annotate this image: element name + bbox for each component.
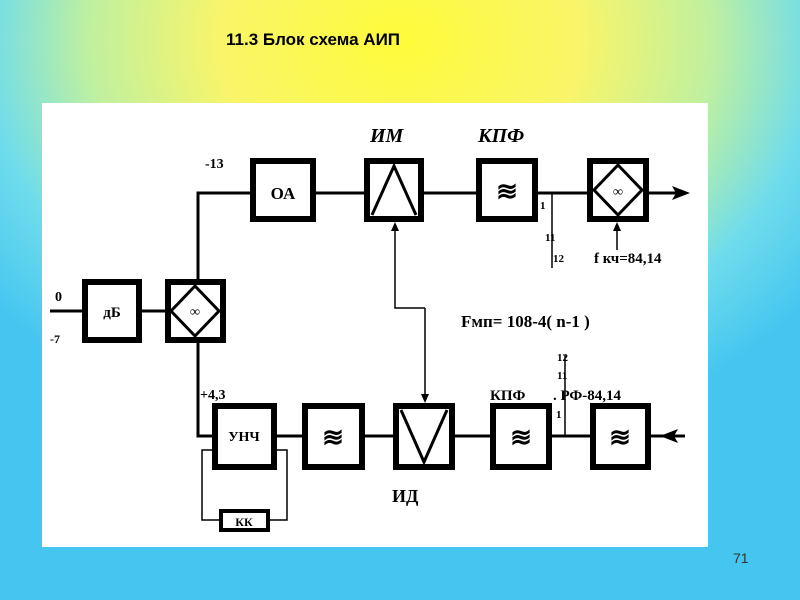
filter-glyph-icon: ≋ (510, 423, 532, 452)
mixer-block-left (165, 279, 226, 343)
db-label: дБ (103, 305, 121, 321)
input-arrow-icon (660, 429, 678, 443)
bandpass-filter-bottom (490, 403, 552, 470)
triangle-down-icon (399, 409, 449, 466)
triangle-up-icon (370, 162, 418, 216)
tap-label: 12 (557, 352, 569, 364)
fkch-label: f кч=84,14 (594, 251, 662, 267)
diamond-icon (591, 162, 645, 218)
level-label: 0 (55, 290, 62, 305)
tap-label: 11 (545, 232, 555, 244)
diamond-icon (168, 283, 222, 339)
filter-glyph-icon: ≋ (609, 423, 631, 452)
kk-label: КК (235, 515, 253, 529)
page-number: 71 (733, 550, 749, 566)
arrow-up-icon (391, 222, 399, 231)
output-arrow-icon (672, 186, 690, 200)
fmp-formula: Fмп= 108-4( n-1 ) (461, 312, 590, 331)
level-label: -13 (205, 157, 224, 172)
rf-label: . РФ-84,14 (553, 388, 622, 404)
im-label: ИМ (369, 125, 405, 147)
arrow-down-icon (421, 394, 429, 403)
filter-glyph-icon: ≋ (322, 423, 344, 452)
mixer-glyph-icon: ∞ (613, 185, 623, 200)
bandpass-filter-top (476, 158, 538, 222)
arrow-up-icon (613, 222, 621, 231)
level-label: +4,3 (200, 388, 225, 403)
mixer-glyph-icon: ∞ (190, 305, 200, 320)
tap-label: 1 (556, 409, 562, 421)
id-label: ИД (392, 486, 419, 506)
rf-filter-block (590, 403, 651, 470)
signal-wires (50, 191, 685, 438)
kpf-bottom-label: КПФ (490, 388, 526, 404)
unch-label: УНЧ (228, 430, 260, 445)
filter-glyph-icon: ≋ (496, 177, 518, 206)
oa-label: ОА (271, 184, 296, 203)
level-label: -7 (50, 332, 60, 346)
control-wires (201, 193, 618, 521)
tap-label: 12 (553, 253, 565, 265)
tap-label: 11 (557, 370, 567, 382)
db-block (82, 279, 142, 343)
oa-block (250, 158, 316, 222)
kpf-top-label: КПФ (477, 125, 524, 147)
mixer-block-top (587, 158, 649, 222)
slide-title: 11.3 Блок схема АИП (226, 30, 401, 49)
filter-block (302, 403, 365, 470)
unch-block (212, 403, 277, 470)
kk-block (219, 509, 270, 532)
tap-label: 1 (540, 200, 546, 212)
